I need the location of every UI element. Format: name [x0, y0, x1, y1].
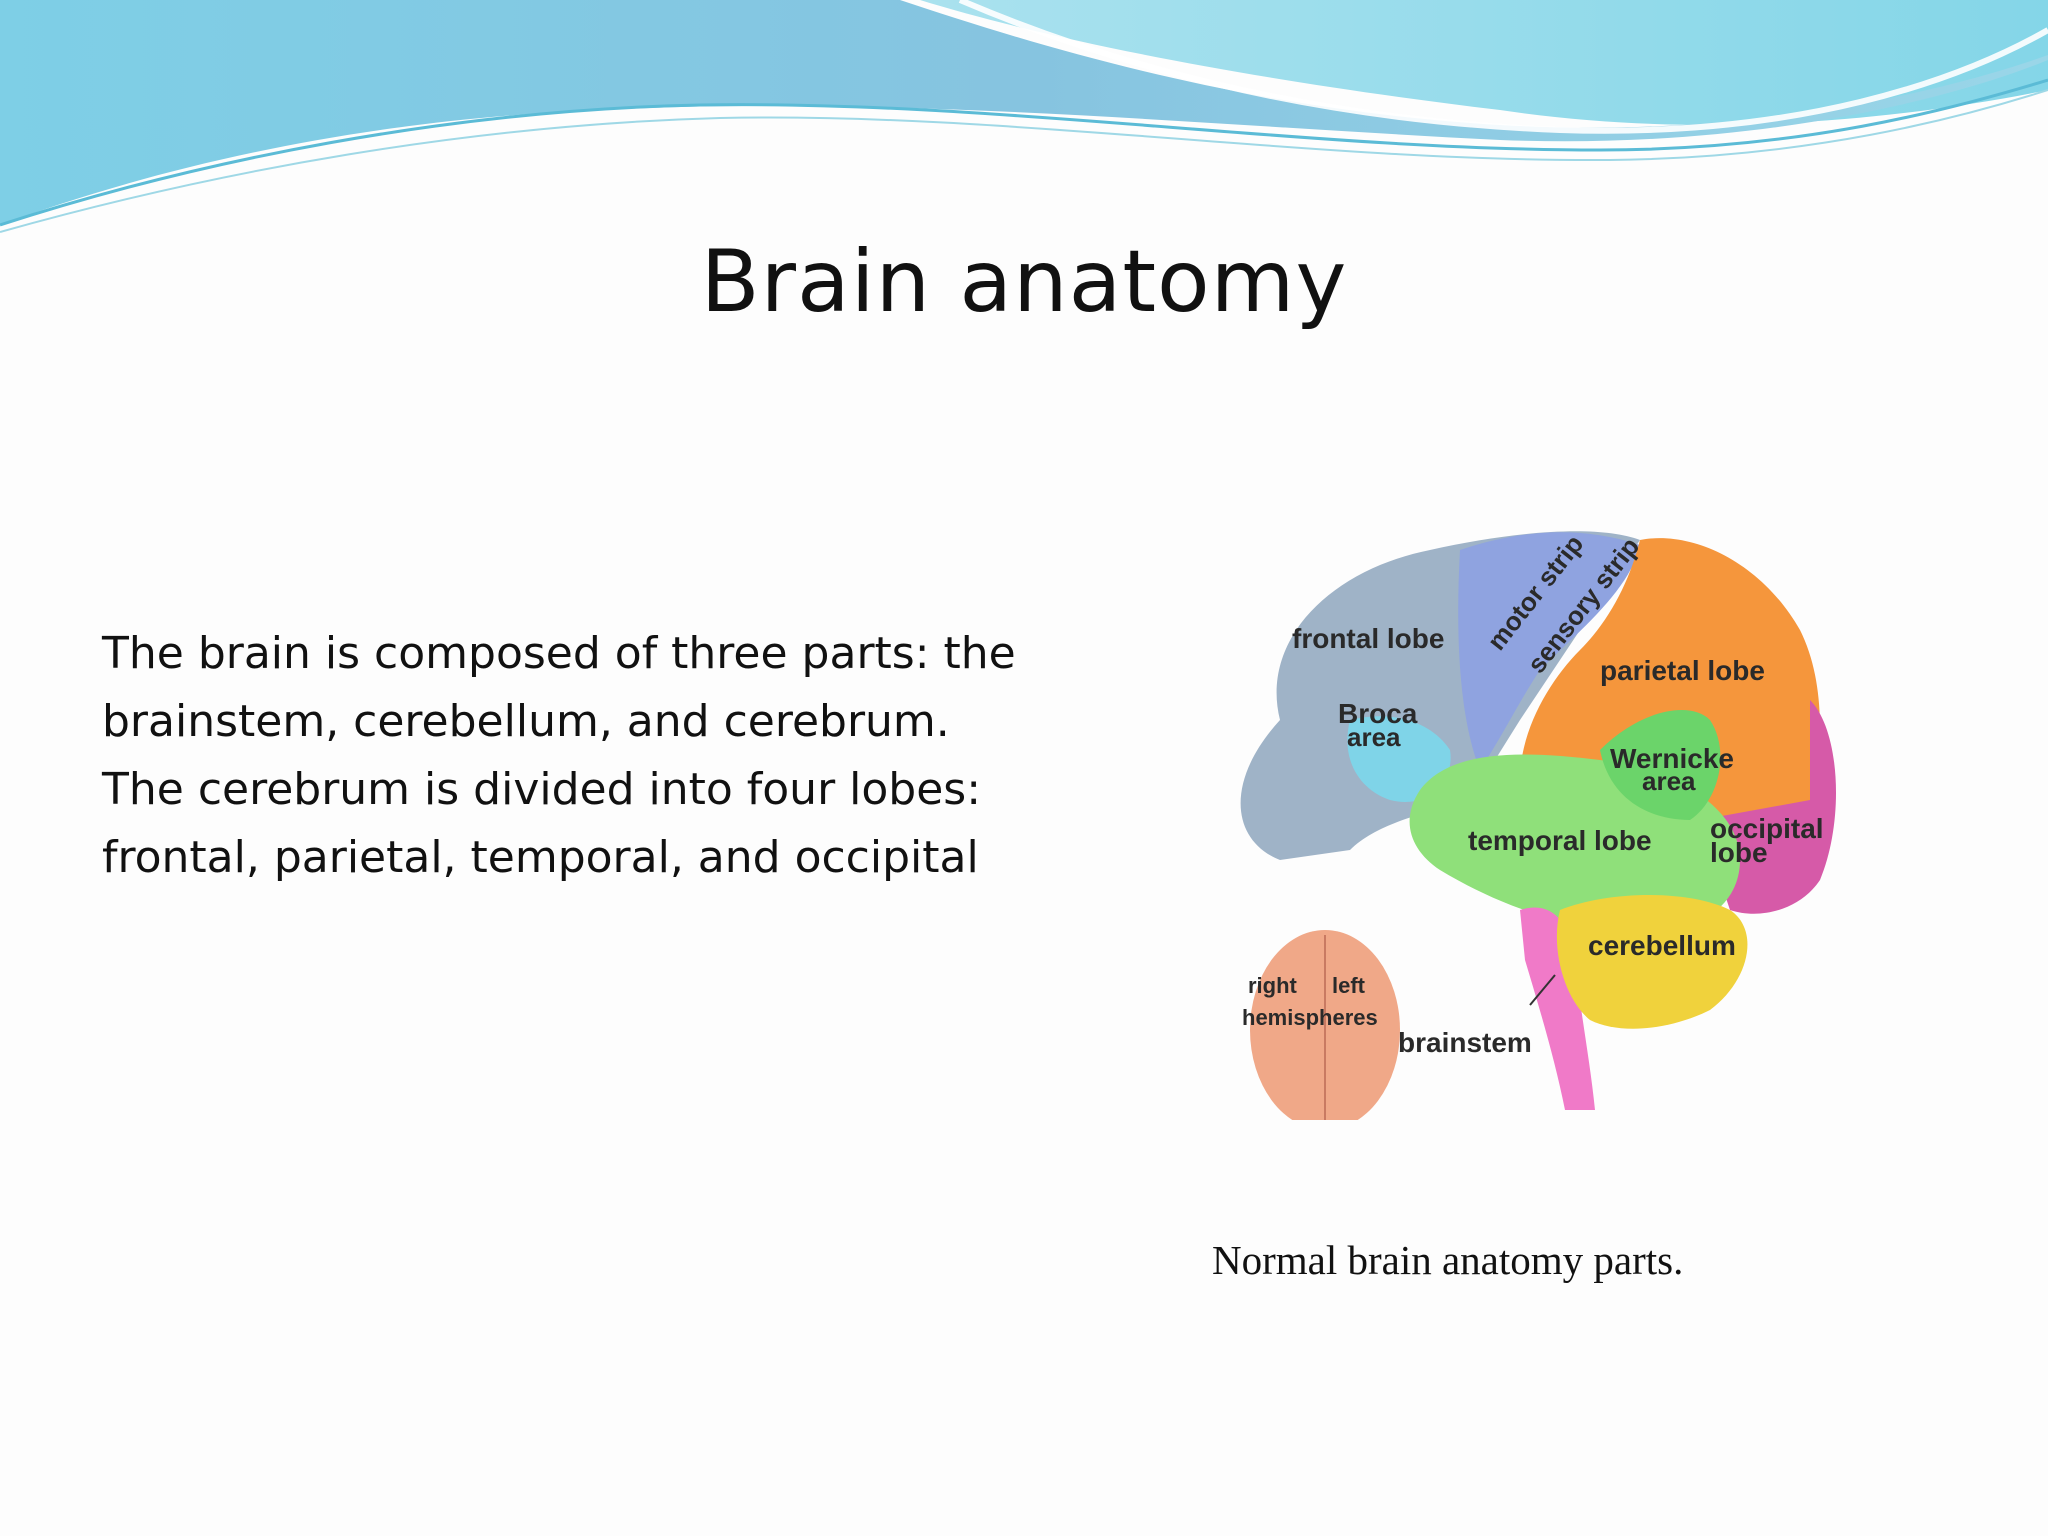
body-line: frontal, parietal, temporal, and occipit…: [102, 824, 1102, 892]
label-wernicke-area: area: [1642, 766, 1696, 796]
cerebellum-region: [1557, 895, 1748, 1029]
label-brainstem: brainstem: [1398, 1027, 1532, 1058]
label-hemispheres: hemispheres: [1242, 1005, 1378, 1030]
label-left: left: [1332, 973, 1366, 998]
body-line: brainstem, cerebellum, and cerebrum.: [102, 688, 1102, 756]
brain-anatomy-figure: frontal lobe motor strip sensory strip p…: [1220, 520, 1870, 1120]
header-wave-decoration: [0, 0, 2048, 240]
label-occipital-lobe: lobe: [1710, 837, 1768, 868]
figure-caption: Normal brain anatomy parts.: [1212, 1236, 1772, 1284]
label-right: right: [1248, 973, 1298, 998]
label-cerebellum: cerebellum: [1588, 930, 1736, 961]
body-line: The brain is composed of three parts: th…: [102, 620, 1102, 688]
label-temporal-lobe: temporal lobe: [1468, 825, 1652, 856]
label-broca-area: area: [1347, 722, 1401, 752]
slide-title: Brain anatomy: [0, 232, 2048, 332]
label-frontal-lobe: frontal lobe: [1292, 623, 1444, 654]
label-parietal-lobe: parietal lobe: [1600, 655, 1765, 686]
body-paragraph: The brain is composed of three parts: th…: [102, 620, 1102, 892]
body-line: The cerebrum is divided into four lobes:: [102, 756, 1102, 824]
